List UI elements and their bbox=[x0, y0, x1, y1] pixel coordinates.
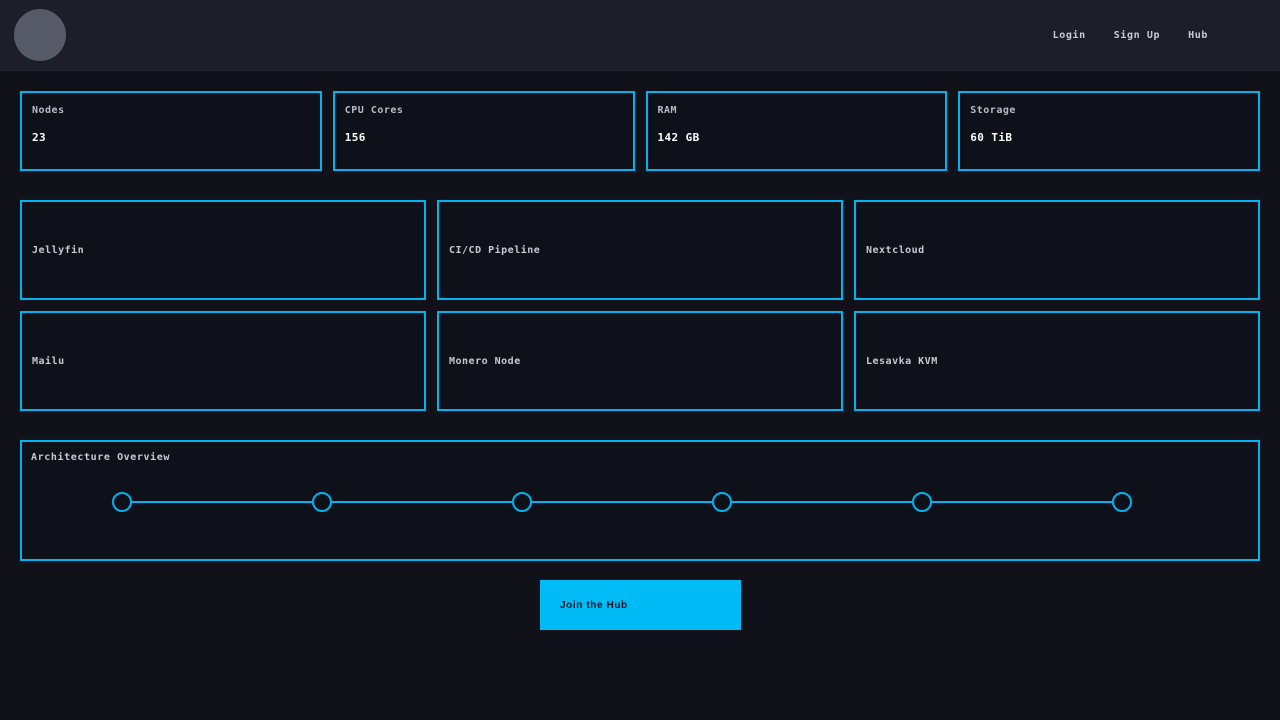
primary-nav: Login Sign Up Hub bbox=[1039, 0, 1222, 71]
service-label: Lesavka KVM bbox=[866, 355, 938, 367]
nav-link-sign-up[interactable]: Sign Up bbox=[1113, 30, 1161, 41]
service-label: Mailu bbox=[32, 355, 65, 367]
site-header: Login Sign Up Hub bbox=[0, 0, 1280, 71]
service-label: Monero Node bbox=[449, 355, 521, 367]
join-the-hub-label: Join the Hub bbox=[560, 599, 628, 611]
services-grid: Jellyfin CI/CD Pipeline Nextcloud Mailu … bbox=[20, 200, 1260, 411]
architecture-diagram bbox=[112, 492, 1132, 512]
join-the-hub-button[interactable]: Join the Hub bbox=[540, 580, 741, 630]
architecture-node-6[interactable] bbox=[1112, 492, 1132, 512]
stat-value: 23 bbox=[32, 131, 47, 144]
service-card-cicd-pipeline[interactable]: CI/CD Pipeline bbox=[437, 200, 843, 300]
nav-link-login[interactable]: Login bbox=[1052, 30, 1086, 41]
stat-label: Nodes bbox=[32, 105, 65, 116]
architecture-panel: Architecture Overview bbox=[20, 440, 1260, 561]
stat-card-storage: Storage 60 TiB bbox=[958, 91, 1260, 171]
service-card-nextcloud[interactable]: Nextcloud bbox=[854, 200, 1260, 300]
stat-label: RAM bbox=[657, 105, 678, 116]
service-card-mailu[interactable]: Mailu bbox=[20, 311, 426, 411]
architecture-node-4[interactable] bbox=[712, 492, 732, 512]
stat-card-ram: RAM 142 GB bbox=[645, 91, 948, 171]
architecture-node-3[interactable] bbox=[512, 492, 532, 512]
nav-link-hub[interactable]: Hub bbox=[1188, 30, 1208, 41]
stat-label: Storage bbox=[970, 105, 1016, 116]
stat-label: CPU Cores bbox=[344, 105, 404, 116]
service-label: CI/CD Pipeline bbox=[449, 244, 541, 256]
service-card-lesavka-kvm[interactable]: Lesavka KVM bbox=[854, 311, 1260, 411]
architecture-title: Architecture Overview bbox=[31, 452, 171, 463]
architecture-node-2[interactable] bbox=[312, 492, 332, 512]
avatar-circle-icon[interactable] bbox=[14, 9, 66, 61]
stat-card-nodes: Nodes 23 bbox=[20, 91, 322, 171]
stat-card-cpu-cores: CPU Cores 156 bbox=[332, 91, 635, 171]
architecture-node-5[interactable] bbox=[912, 492, 932, 512]
stats-row: Nodes 23 CPU Cores 156 RAM 142 GB Storag… bbox=[20, 91, 1260, 171]
architecture-node-1[interactable] bbox=[112, 492, 132, 512]
service-card-monero-node[interactable]: Monero Node bbox=[437, 311, 843, 411]
service-label: Jellyfin bbox=[32, 244, 85, 256]
stat-value: 60 TiB bbox=[970, 131, 1013, 144]
service-card-jellyfin[interactable]: Jellyfin bbox=[20, 200, 426, 300]
stat-value: 156 bbox=[344, 131, 366, 144]
stat-value: 142 GB bbox=[657, 131, 700, 144]
service-label: Nextcloud bbox=[866, 244, 925, 256]
